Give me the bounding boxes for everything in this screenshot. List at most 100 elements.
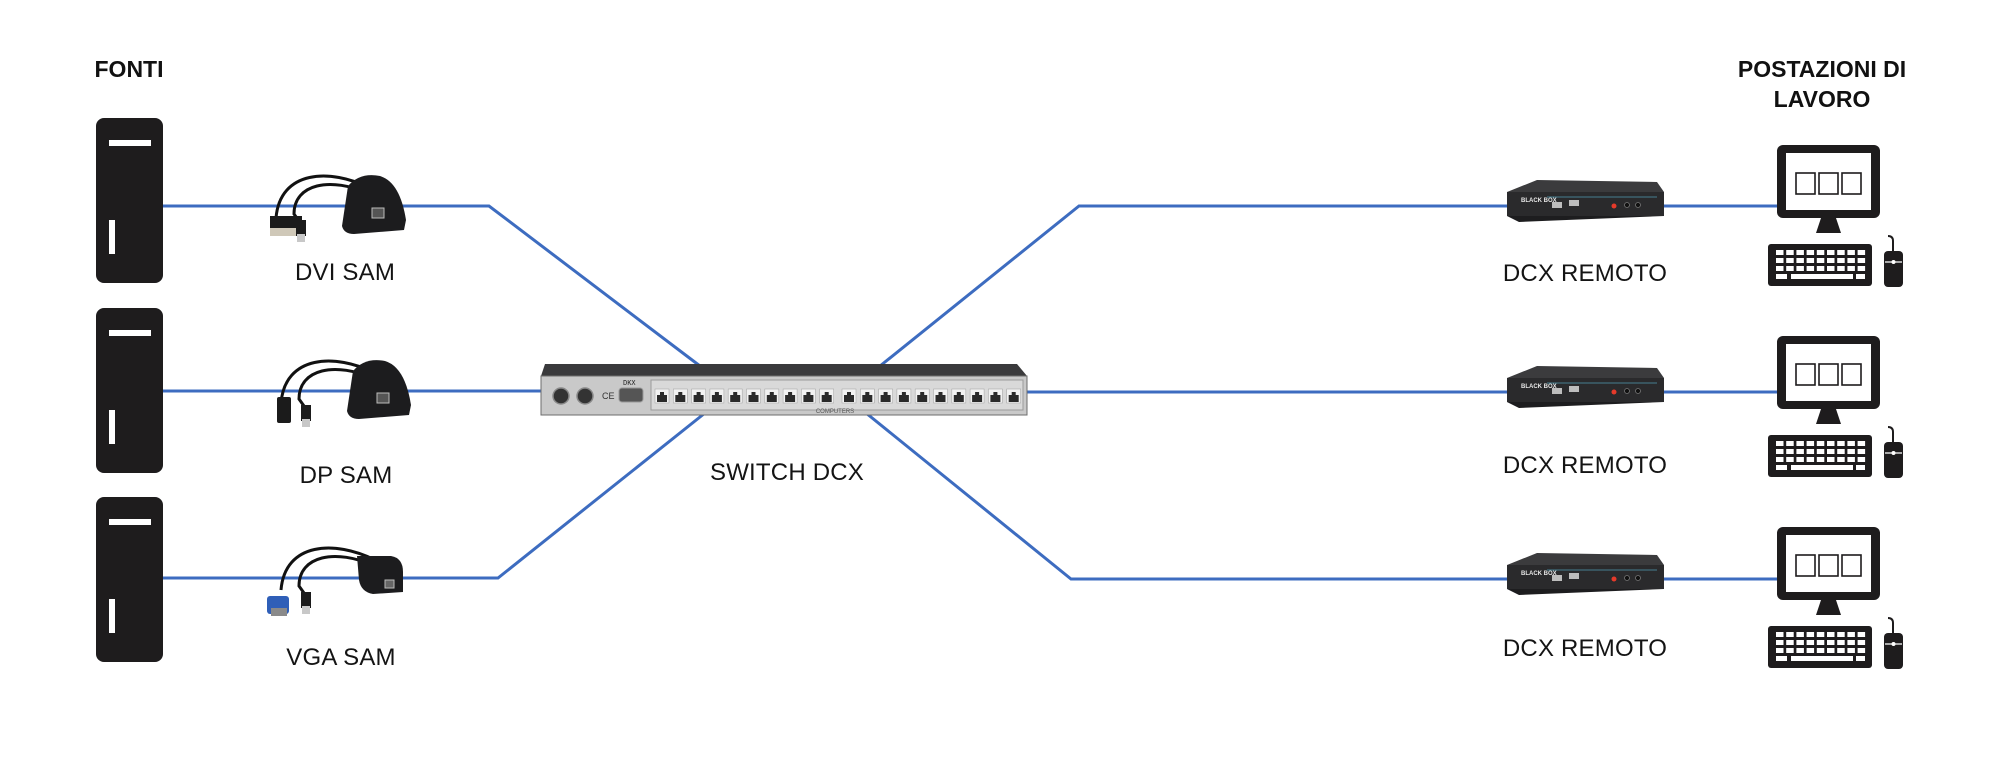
mouse-cable [1887,235,1894,252]
switch-rj45-port [878,388,893,404]
remote-bottom-edge [1507,216,1664,222]
keyboard-key [1786,258,1794,263]
tower-computer-icon [96,308,163,473]
link-source-3-to-switch [163,411,706,580]
keyboard-key [1837,266,1845,271]
dcx-remote-unit-icon: BLACK BOX [1507,180,1664,222]
port-socket [953,392,964,402]
port-socket [972,392,983,402]
port-socket [730,392,741,402]
keyboard-key [1786,632,1794,637]
remote-audio-jack-1 [1624,388,1630,394]
window-square-icon [1841,172,1862,195]
switch-panel-text: COMPUTERS [816,409,854,415]
keyboard-key [1776,656,1787,661]
remote-audio-jack-1 [1624,575,1630,581]
window-square-icon [1818,172,1839,195]
workstations-heading-line2: LAVORO [1773,86,1871,112]
keyboard-key [1847,250,1855,255]
mouse-icon [1884,633,1903,669]
tower-drive-slot [109,519,151,525]
keyboard-key [1856,465,1865,470]
keyboard-key [1827,632,1835,637]
keyboard-key [1827,640,1835,645]
usb-plug-body [301,592,311,608]
adapter-body [357,556,403,594]
adapter-label-dvi: DVI SAM [294,259,396,286]
keyboard-key [1796,258,1804,263]
keyboard-key [1796,640,1804,645]
dvi-connector-plate [270,228,304,236]
keyboard-key [1847,632,1855,637]
keyboard-key [1837,640,1845,645]
keyboard-key [1847,266,1855,271]
switch-rj45-port [859,388,875,404]
keyboard-key [1837,648,1845,653]
remote-top [1507,366,1664,378]
keyboard-key [1796,266,1804,271]
port-socket [693,392,704,402]
sources-heading: FONTI [95,54,164,84]
window-square-icon [1818,554,1839,577]
keyboard-key [1827,449,1835,454]
remote-led [1611,576,1617,582]
keyboard-key [1796,648,1804,653]
switch-label: SWITCH DCX [710,459,864,486]
remote-top [1507,553,1664,565]
keyboard-key [1776,648,1784,653]
keyboard-key [1776,258,1784,263]
source-computers [96,118,163,662]
port-bay [650,379,1024,411]
switch-rj45-port [969,388,985,404]
remote-bottom-edge [1507,402,1664,408]
window-square-icon [1841,554,1862,577]
switch-rj45-port [988,388,1003,404]
remote-usb-port-2 [1569,386,1579,392]
keyboard-key [1816,457,1825,462]
sam-adapters [267,174,411,616]
keyboard-key [1856,656,1865,661]
keyboard-key [1837,457,1845,462]
keyboard-key [1776,457,1784,462]
tower-power-slot [109,410,115,444]
keyboard-key [1806,258,1815,263]
keyboard-key [1806,640,1815,645]
port-socket [821,392,832,402]
remote-brand-logo: BLACK BOX [1521,571,1557,577]
monitor-stand [1816,218,1841,233]
usb-plug-body [296,220,306,236]
port-socket [748,392,759,402]
keyboard-key [1827,258,1835,263]
keyboard-key [1816,441,1825,446]
remote-label-2: DCX REMOTO [1502,452,1668,479]
switch-rj45-port [896,388,912,404]
keyboard-key [1847,640,1855,645]
keyboard-key [1796,457,1804,462]
port-socket [785,392,796,402]
keyboard-key [1796,449,1804,454]
tower-drive-slot [109,140,151,146]
mouse-icon [1884,251,1903,287]
switch-rj45-port [1006,388,1022,404]
remote-usb-port-2 [1569,573,1579,579]
remote-led [1611,203,1617,209]
vga-connector-plate [271,608,287,616]
keyboard-key [1827,441,1835,446]
rj45-port [376,392,390,404]
keyboard-key [1816,632,1825,637]
window-square-icon [1818,363,1839,386]
remote-bottom-edge [1507,589,1664,595]
tower-computer-icon [96,118,163,283]
switch-rj45-port [764,388,780,404]
keyboard-spacebar [1791,465,1853,470]
remote-audio-jack-2 [1635,388,1641,394]
usb-plug-body [301,405,311,421]
port-socket [880,392,891,402]
keyboard-key [1857,449,1866,454]
switch-rj45-port [933,388,948,404]
remote-usb-port-1 [1552,388,1562,394]
port-socket [766,392,777,402]
port-socket [917,392,928,402]
workstation-icon [1768,336,1903,478]
